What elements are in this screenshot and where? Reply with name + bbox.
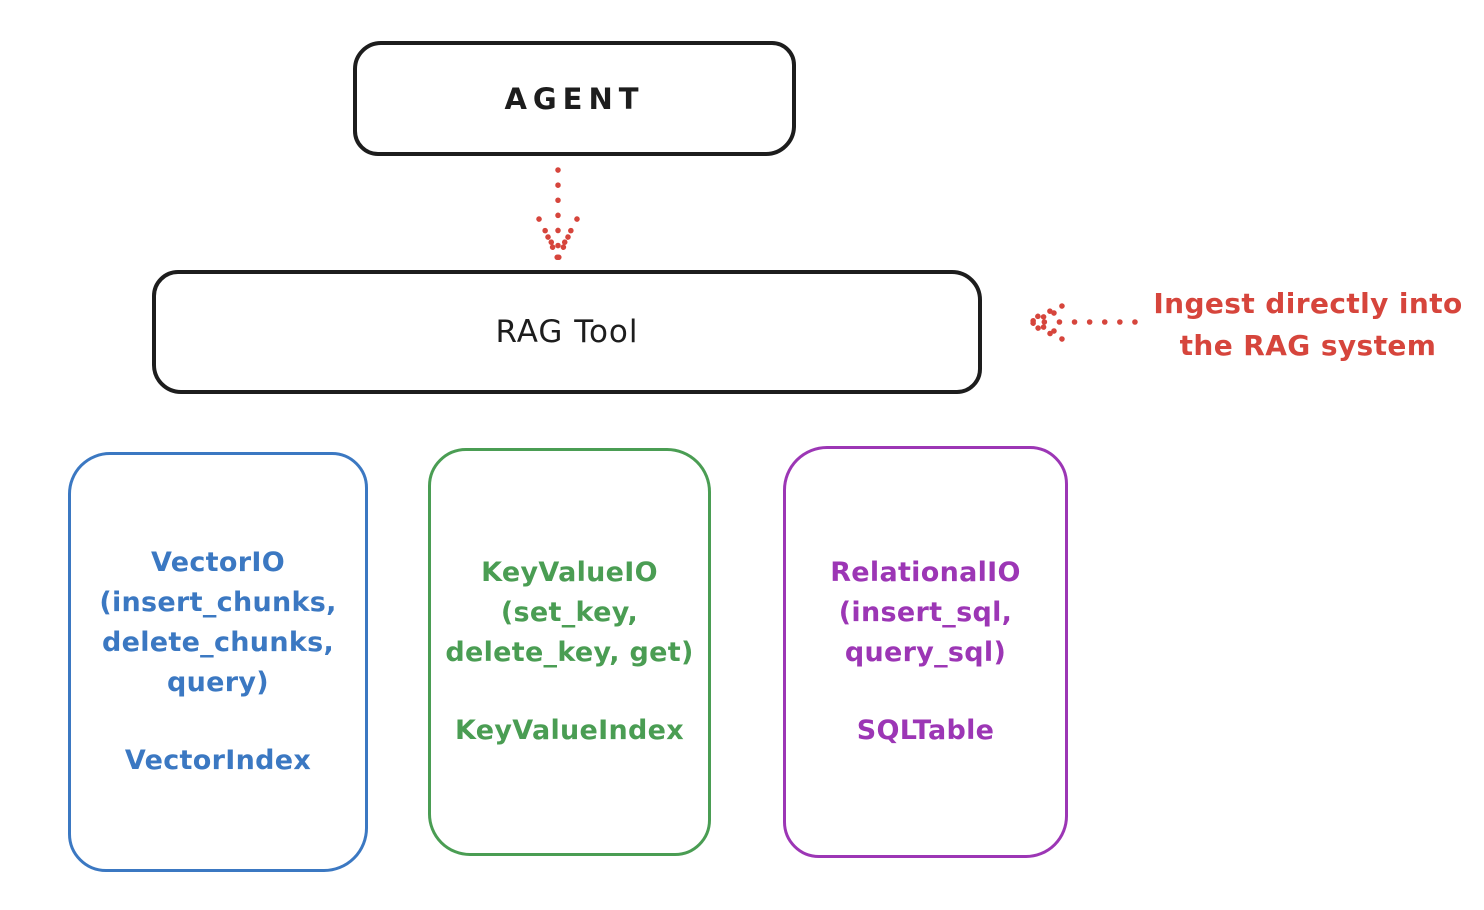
agent-label: AGENT xyxy=(504,81,645,116)
vector-io-title-line: query) xyxy=(167,667,269,698)
keyvalue-io-title-line: KeyValueIO xyxy=(481,557,658,588)
vector-io-title-line: delete_chunks, xyxy=(101,627,335,658)
ingest-annotation: Ingest directly into the RAG system xyxy=(1138,283,1478,367)
keyvalue-index-label: KeyValueIndex xyxy=(454,715,684,746)
vector-io-title-line: (insert_chunks, xyxy=(99,587,337,618)
agent-to-rag-arrow xyxy=(536,167,580,262)
vector-io-title-line: VectorIO xyxy=(151,547,285,578)
ingest-annotation-line1: Ingest directly into xyxy=(1153,287,1463,320)
agent-box: AGENT xyxy=(353,41,796,156)
ingest-annotation-arrow xyxy=(1024,303,1138,342)
vector-io-box: VectorIO (insert_chunks, delete_chunks, … xyxy=(68,452,368,872)
relational-io-title-line: RelationalIO xyxy=(830,557,1021,588)
rag-tool-box: RAG Tool xyxy=(152,270,982,394)
ingest-annotation-line2: the RAG system xyxy=(1179,329,1437,362)
relational-io-title-line: (insert_sql, xyxy=(838,597,1013,628)
rag-tool-label: RAG Tool xyxy=(495,314,639,350)
vector-index-label: VectorIndex xyxy=(124,745,312,776)
keyvalue-io-box: KeyValueIO (set_key, delete_key, get) Ke… xyxy=(428,448,711,856)
keyvalue-io-title-line: (set_key, xyxy=(500,597,639,628)
keyvalue-io-title-line: delete_key, get) xyxy=(445,637,694,668)
relational-io-title-line: query_sql) xyxy=(844,637,1007,668)
relational-io-box: RelationalIO (insert_sql, query_sql) SQL… xyxy=(783,446,1068,858)
sql-table-label: SQLTable xyxy=(856,715,995,746)
